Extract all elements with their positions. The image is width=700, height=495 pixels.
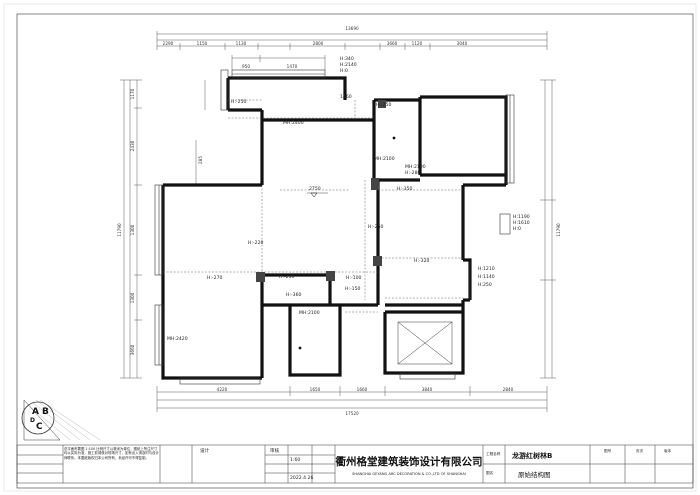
window-right-3: H:0: [513, 226, 521, 232]
bottom-overall-dim: 17520: [345, 411, 359, 416]
left-overall-dim: 11790: [117, 223, 122, 237]
drawing-name: 原始结构图: [518, 470, 551, 479]
walls: [161, 76, 508, 380]
logo-letter-a: A: [32, 407, 39, 417]
bottom-dim-2: 1650: [310, 387, 321, 392]
left-dim-4: 1300: [130, 292, 135, 303]
field-drawing-label: 图名: [486, 470, 494, 475]
inner-top-dim-2: 1470: [287, 64, 298, 69]
title-block: [16, 444, 694, 484]
label-h100: H:-100: [346, 275, 362, 281]
left-dim-1: 1170: [130, 88, 135, 99]
window-tag-line-1: H:340: [340, 56, 354, 62]
label-mh2400: MH:2400: [283, 120, 304, 126]
sheet-border: [16, 13, 694, 489]
label-h250-mid: H:-250: [368, 224, 384, 230]
left-inner-dim: 285: [198, 156, 203, 164]
window-tag-line-3: H:0: [340, 68, 348, 74]
label-2750: 2750: [309, 186, 321, 192]
bottom-dim-1: 4220: [217, 387, 228, 392]
outer-border: [3, 3, 697, 492]
title-notes: 总平面布置图 1:100 比例尺寸以毫米为单位，图纸上所注尺寸均以实际为准，施工…: [64, 447, 159, 460]
date-value: 2022.4.26: [290, 475, 313, 481]
window-right2-2: H:1140: [478, 274, 495, 280]
top-dim-5: 3660: [387, 41, 398, 46]
label-h220: H:-220: [248, 240, 264, 246]
company-logo: A B D C: [21, 399, 101, 441]
window-right2-1: H:1210: [478, 266, 495, 272]
bottom-dim-3: 1660: [357, 387, 368, 392]
level-mark-icon: [310, 192, 318, 198]
project-name: 龙游红树林B: [511, 451, 552, 460]
label-mh2100b: MH:2100: [405, 164, 426, 170]
top-dim-1: 2290: [163, 41, 174, 46]
floor-drain-icon: [298, 346, 302, 350]
company-name-cn: 衢州格堂建筑装饰设计有限公司: [336, 455, 483, 468]
right-overall-dim: 11790: [556, 223, 561, 237]
label-1460: 1460: [340, 94, 352, 100]
label-h320: H:-320: [414, 258, 430, 264]
top-dim-3: 1130: [236, 41, 247, 46]
label-h360: H:-360: [286, 292, 302, 298]
field-ver-label: 版本: [664, 448, 672, 453]
top-overall-dim: 13690: [345, 26, 359, 31]
label-mh2100: MH:2100: [374, 156, 395, 162]
beam-lines: [163, 99, 463, 313]
label-h250-top: H:-250: [231, 99, 247, 105]
label-h280: H:-280: [405, 170, 421, 176]
top-dim-4: 2800: [313, 41, 324, 46]
label-h250-box: H:-250: [376, 102, 392, 108]
floor-drain-icon-2: [392, 136, 396, 140]
scale-value: 1:60: [290, 457, 300, 463]
top-dim-2: 1150: [197, 41, 208, 46]
top-dim-7: 3040: [457, 41, 468, 46]
left-dim-5: 3660: [130, 344, 135, 355]
notes-box: 总平面布置图 1:100 比例尺寸以毫米为单位，图纸上所注尺寸均以实际为准，施工…: [64, 447, 159, 460]
label-h150: H:-150: [345, 286, 361, 292]
window-tag-line-2: H:2140: [340, 62, 357, 68]
bottom-dim-4: 3840: [422, 387, 433, 392]
columns: [256, 100, 386, 282]
field-project-label: 工程名称: [486, 451, 501, 456]
left-dim-3: 1300: [130, 224, 135, 235]
top-dim-6: 1120: [412, 41, 423, 46]
label-mh2100c: MH:2100: [299, 310, 320, 316]
left-dim-2: 2430: [130, 140, 135, 151]
logo-letter-d: D: [30, 417, 35, 424]
inner-top-dim-1: 950: [242, 64, 250, 69]
label-h270: H:-270: [207, 275, 223, 281]
logo-letter-b: B: [42, 407, 49, 417]
logo-letter-c: C: [36, 422, 43, 432]
bottom-dim-5: 2840: [503, 387, 514, 392]
elevator-shaft: [397, 321, 453, 365]
label-h250-corner: H:-250: [279, 274, 295, 280]
window-right-1: H:1190: [513, 214, 530, 220]
field-sheet-label: 页次: [636, 448, 644, 453]
label-mh2420: MH:2420: [167, 336, 188, 342]
field-no-label: 图号: [604, 448, 612, 453]
company-name-en: SHANGHAI GEYANG ARC DECORATION & CO.,LTD…: [352, 472, 466, 476]
drawn-label: 设计: [200, 447, 210, 454]
label-h350: H:-350: [397, 186, 413, 192]
check-label: 审核: [270, 447, 280, 454]
window-right-2: H:1610: [513, 220, 530, 226]
window-right2-3: H:250: [478, 282, 492, 288]
window-lines: [154, 69, 515, 385]
dimension-lines: [120, 31, 556, 412]
